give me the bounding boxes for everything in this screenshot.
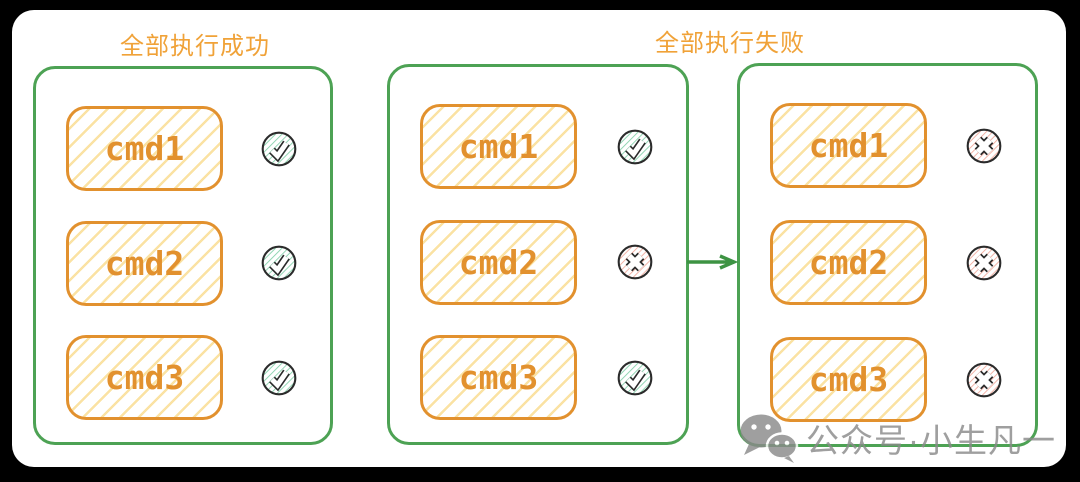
- cmd-box: cmd2: [66, 220, 223, 306]
- panel-one-failed: cmd1 cmd2 cmd3: [387, 64, 689, 445]
- title-all-success: 全部执行成功: [120, 33, 270, 60]
- cmd-row: cmd3: [770, 337, 1011, 422]
- success-icon: [261, 245, 297, 281]
- cmd-row: cmd3: [66, 335, 306, 420]
- cmd-row: cmd2: [66, 220, 306, 306]
- cmd-box: cmd2: [770, 220, 927, 305]
- cmd-box: cmd3: [770, 337, 927, 422]
- failure-icon: [966, 128, 1002, 163]
- watermark: 公众号·小生凡一: [738, 412, 1056, 464]
- cmd-row: cmd2: [770, 220, 1011, 305]
- failure-icon: [966, 245, 1002, 280]
- cmd-box: cmd1: [770, 103, 927, 188]
- success-icon: [617, 360, 653, 395]
- cmd-box: cmd2: [420, 219, 577, 305]
- panel-all-success: cmd1 cmd2 cmd3: [33, 66, 333, 445]
- success-icon: [617, 129, 653, 164]
- cmd-box: cmd1: [420, 104, 577, 189]
- watermark-text: 公众号·小生凡一: [806, 422, 1056, 459]
- panel-all-failure: cmd1 cmd2 cmd3: [737, 63, 1038, 447]
- cmd-row: cmd1: [420, 104, 662, 189]
- success-icon: [261, 360, 297, 395]
- failure-icon: [617, 244, 653, 280]
- cmd-box: cmd3: [420, 335, 577, 420]
- cmd-row: cmd3: [420, 335, 662, 420]
- title-all-failure: 全部执行失败: [655, 30, 805, 57]
- cmd-row: cmd2: [420, 219, 662, 305]
- wechat-icon: [740, 414, 799, 463]
- cmd-row: cmd1: [770, 103, 1011, 188]
- cmd-box: cmd3: [66, 335, 223, 420]
- cmd-row: cmd1: [66, 106, 306, 191]
- failure-icon: [966, 362, 1002, 397]
- cmd-box: cmd1: [66, 106, 223, 191]
- transition-arrow: [687, 254, 739, 270]
- success-icon: [261, 131, 297, 166]
